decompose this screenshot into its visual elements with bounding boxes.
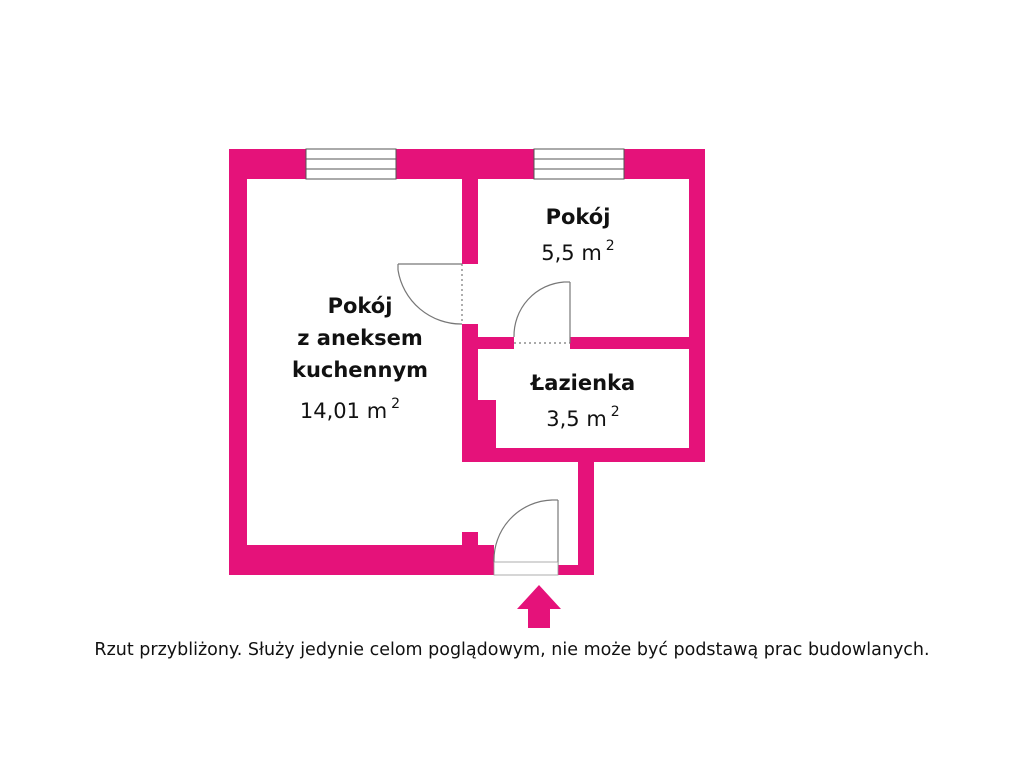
window-right [533,148,625,180]
wall-hall-right [578,450,594,575]
walls [229,149,705,575]
bedroom-name: Pokój [545,205,611,229]
wall-stub [462,532,478,546]
wall-partition-upper [462,179,478,264]
windows [305,148,625,180]
door-bathroom [513,281,571,344]
wall-bed-bath [478,337,514,349]
living-room-name: Pokój z aneksem kuchennym [260,290,460,386]
wall-entrance-right [558,565,594,575]
entrance-arrow-icon [517,585,561,628]
living-room-area-value: 14,01 m [299,399,388,423]
bedroom-area-unit: 2 [605,238,615,254]
living-room-area-unit: 2 [391,396,401,412]
door-entrance [493,499,559,576]
wall-left [229,149,247,575]
wall-bed-bath-right [570,337,705,349]
doors [397,263,571,576]
wall-right [689,149,705,460]
door-living [397,263,463,325]
bathroom-area-unit: 2 [610,404,620,420]
wall-bottom-left [229,545,494,575]
bedroom-area-value: 5,5 m [541,241,602,265]
living-room-name-line-3: kuchennym [291,358,429,382]
living-room-name-line-1: Pokój [327,294,393,318]
bathroom-name: Łazienka [530,371,636,395]
wall-partition-bump [478,400,496,450]
disclaimer-text: Rzut przybliżony. Służy jedynie celom po… [94,640,930,660]
living-room-name-line-2: z aneksem [297,326,423,350]
wall-top-middle [396,149,534,179]
wall-partition-lower [462,324,478,460]
bathroom-area-value: 3,5 m [546,407,607,431]
wall-bath-bottom [462,448,705,462]
window-left [305,148,397,180]
